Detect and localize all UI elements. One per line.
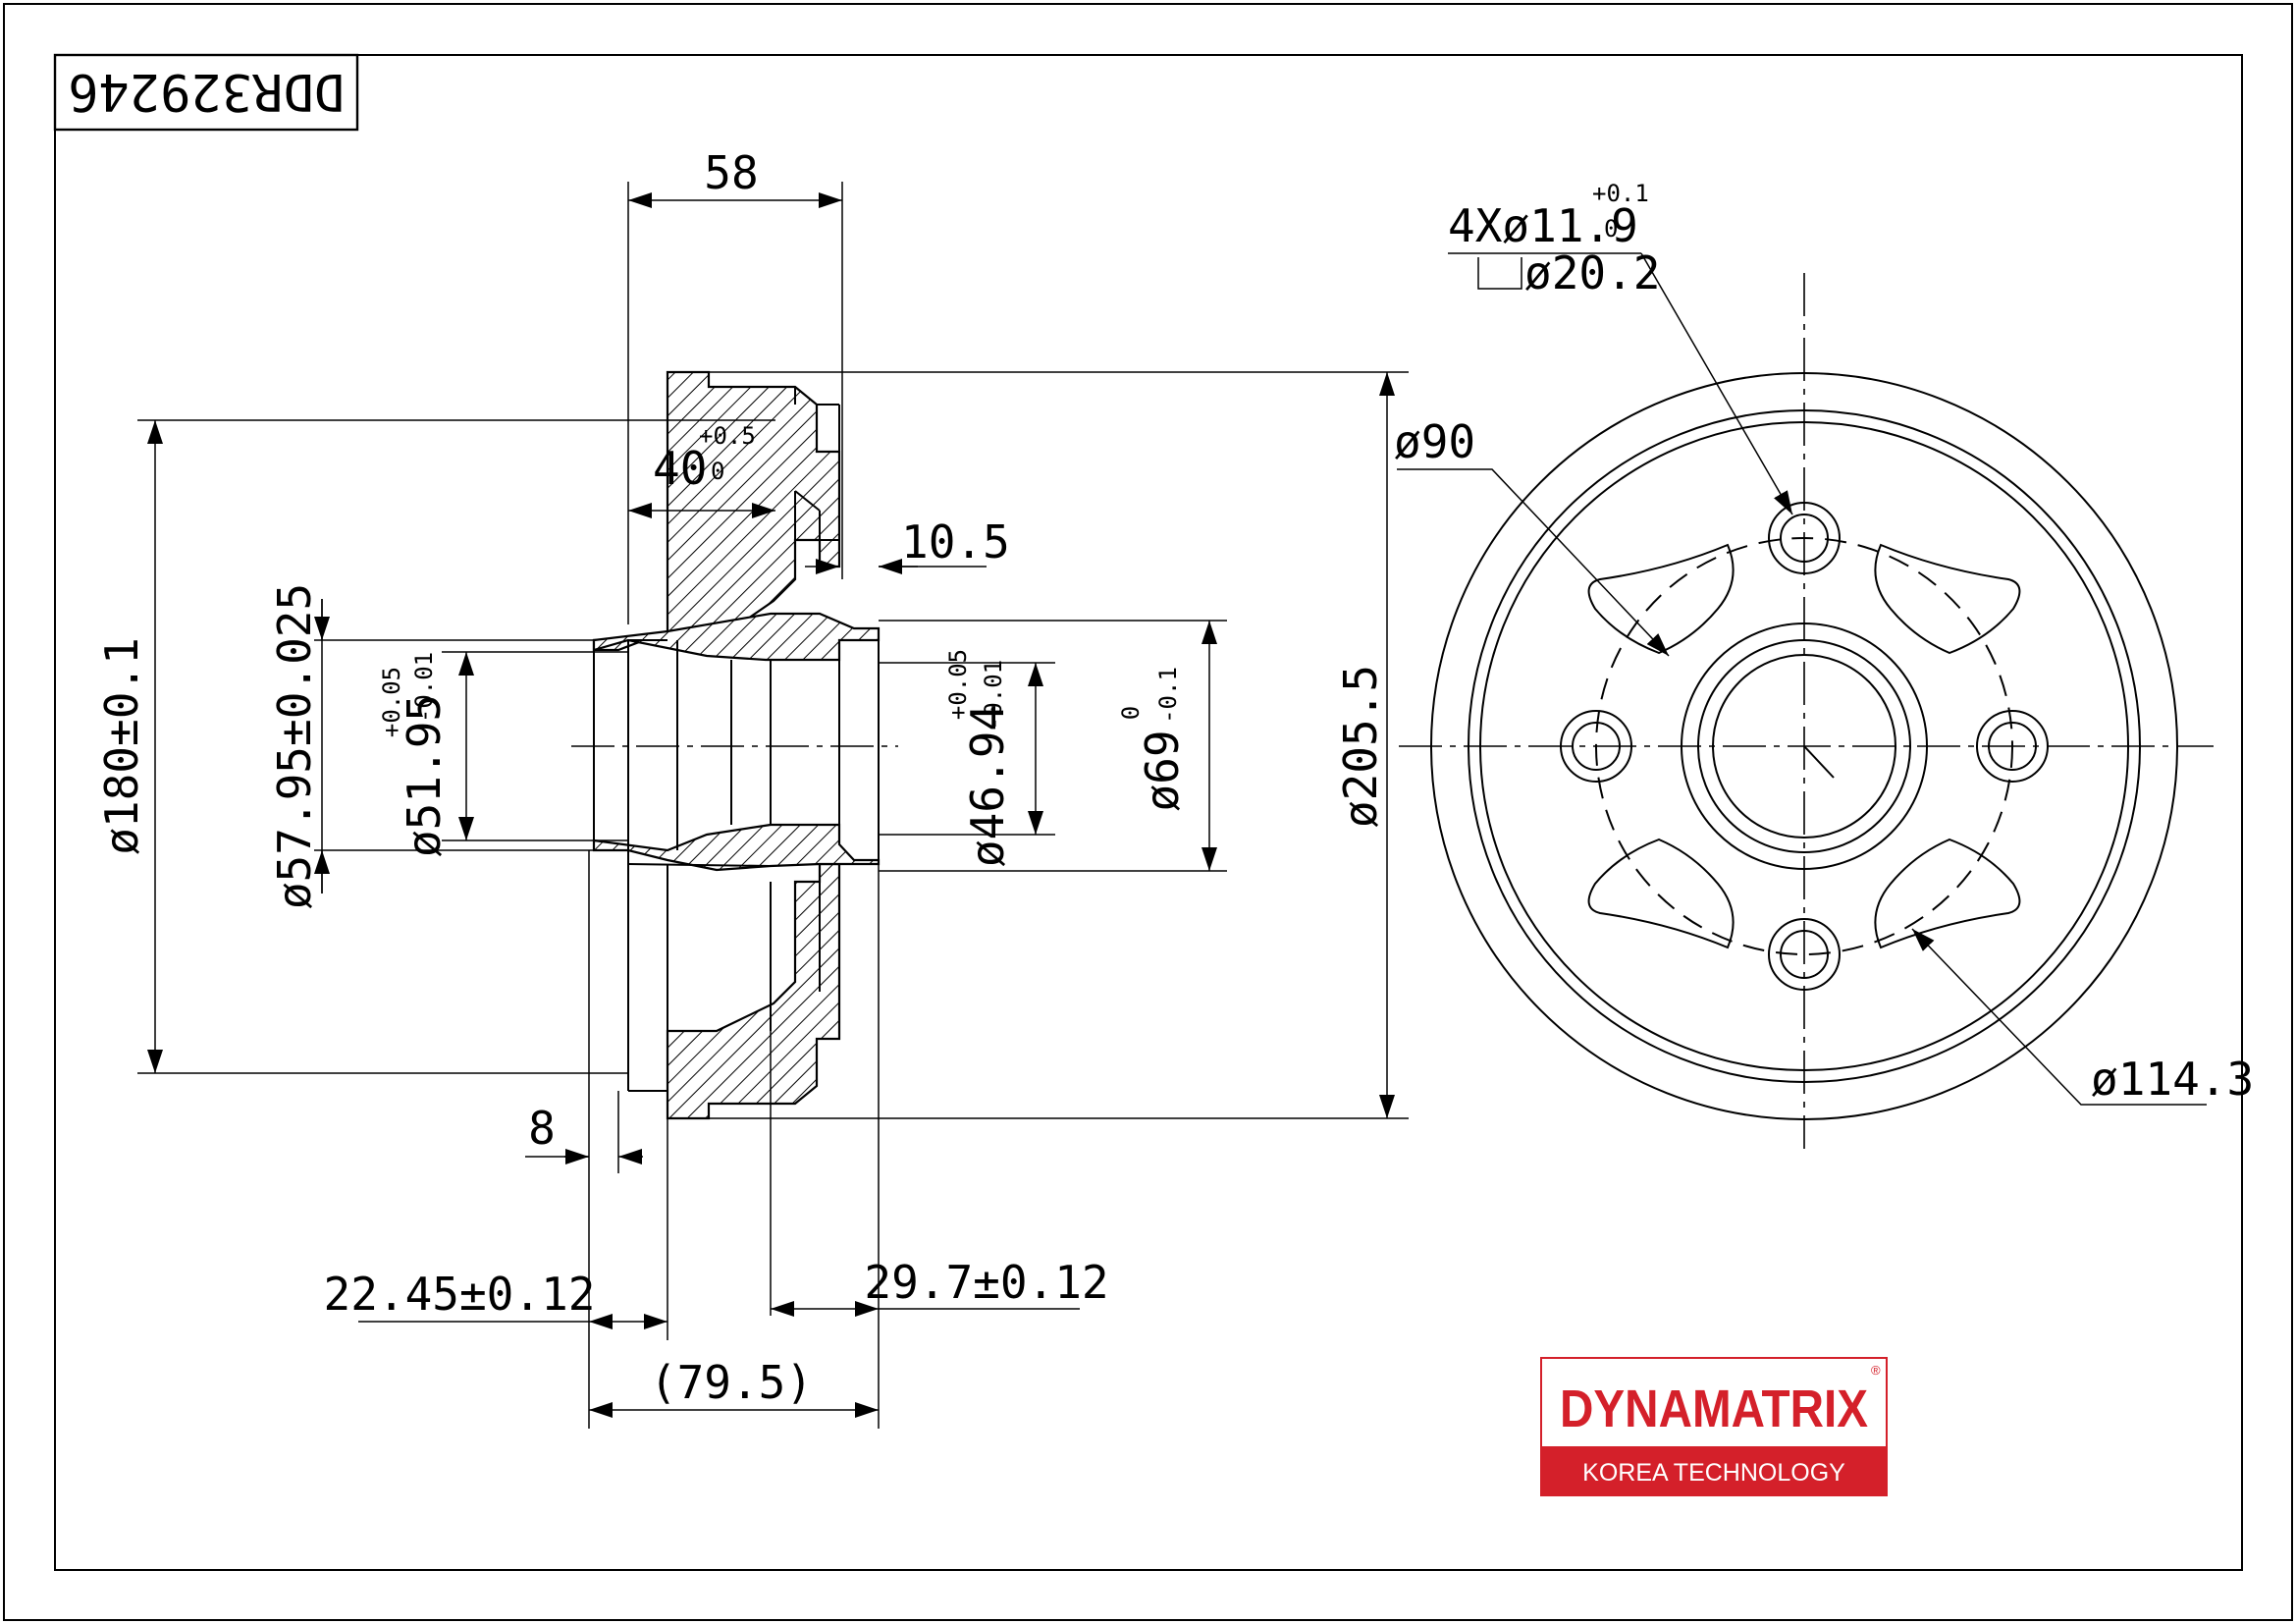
dim-dia-46-94-tol-upper: +0.05 [944,649,972,720]
section-hatch-hub-lower [592,823,881,872]
dim-22-45: 22.45±0.12 [324,1268,596,1321]
section-view [571,370,898,1120]
dim-dia-180: ø180±0.1 [95,637,148,855]
dim-40-tol-upper: +0.5 [699,422,756,450]
part-number: DDR329246 [68,62,345,121]
counterbore-symbol [1477,257,1522,290]
section-hatch-lower [666,862,841,1120]
section-hatch-hub-upper [592,612,881,662]
dim-dia-69-tol-upper: 0 [1117,706,1145,720]
dim-40-tol-lower: 0 [711,458,724,485]
dynamatrix-logo: DYNAMATRIX ® KOREA TECHNOLOGY [1540,1357,1888,1496]
dim-pcd-114-3: ø114.3 [2091,1053,2254,1106]
dim-58: 58 [704,146,758,199]
logo-registered-mark: ® [1871,1363,1881,1378]
dim-dia-57-95: ø57.95±0.025 [268,583,321,909]
dim-29-7: 29.7±0.12 [864,1256,1108,1309]
slot-top-left [1587,543,1735,655]
dim-holes-tol-upper: +0.1 [1592,180,1649,207]
dim-dia-51-95-tol-upper: +0.05 [378,667,405,737]
dim-dia-90: ø90 [1394,415,1475,468]
logo-tagline: KOREA TECHNOLOGY [1582,1459,1845,1487]
slot-bottom-right [1874,838,2021,949]
front-view [1399,273,2214,1149]
dim-40: 40 [653,442,707,495]
slot-top-right [1874,543,2021,655]
front-view-leaders [1397,252,2207,1106]
dim-dia-46-94-tol-lower: -0.01 [980,660,1007,731]
dim-dia-51-95-tol-lower: -0.01 [410,652,438,723]
dim-79-5: (79.5) [650,1356,813,1409]
dimension-lines [147,192,1395,1418]
dim-holes-tol-lower: 0 [1604,215,1618,243]
dim-dia-69: ø69 [1136,730,1189,811]
dim-counterbore: ø20.2 [1524,246,1660,299]
logo-name: DYNAMATRIX [1560,1380,1868,1438]
dim-dia-205-5: ø205.5 [1334,665,1387,828]
dim-holes: 4Xø11.9 [1448,199,1638,252]
dim-dia-69-tol-lower: -0.1 [1154,667,1182,724]
outer-border [3,3,2293,1621]
dim-10-5: 10.5 [901,515,1010,568]
dim-8: 8 [528,1102,556,1155]
dim-dia-51-95: ø51.95 [398,694,451,857]
slot-bottom-left [1587,838,1735,949]
extension-lines [137,182,1409,1429]
dim-dia-46-94: ø46.94 [961,704,1014,867]
part-number-box: DDR329246 [53,53,359,132]
inner-border [54,54,2243,1571]
